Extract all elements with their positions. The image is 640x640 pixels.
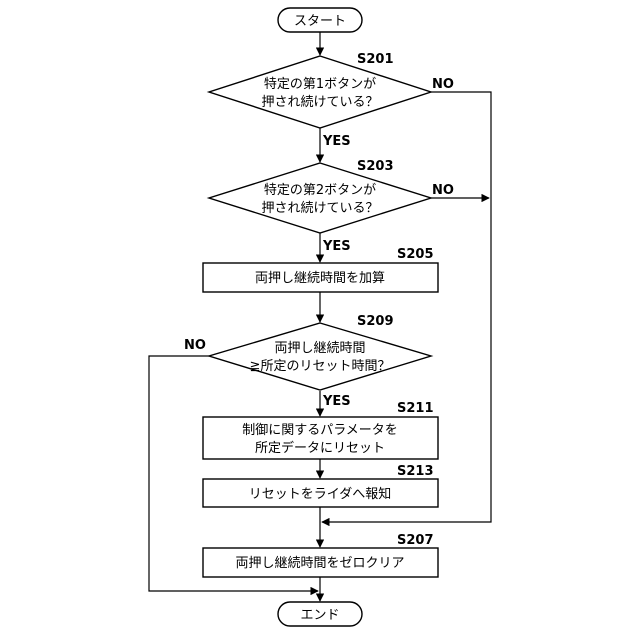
step-label-s213: S213 (397, 464, 434, 479)
s205-text: 両押し継続時間を加算 (255, 271, 385, 286)
yes-label-s203: YES (322, 239, 351, 254)
decision-s209: 両押し継続時間 ≧所定のリセット時間？ S209 (209, 314, 431, 390)
no-label-s201: NO (432, 77, 454, 92)
no-label-s203: NO (432, 183, 454, 198)
step-label-s203: S203 (357, 159, 394, 174)
s201-text-line1: 特定の第1ボタンが (264, 77, 376, 92)
step-label-s209: S209 (357, 314, 394, 329)
step-label-s201: S201 (357, 52, 394, 67)
step-label-s205: S205 (397, 247, 434, 262)
yes-label-s209: YES (322, 394, 351, 409)
s211-text-line1: 制御に関するパラメータを (242, 423, 398, 438)
s203-text-line1: 特定の第2ボタンが (264, 183, 376, 198)
s211-text-line2: 所定データにリセット (255, 440, 385, 456)
step-label-s211: S211 (397, 401, 434, 416)
yes-label-s201: YES (322, 134, 351, 149)
start-node: スタート (278, 8, 362, 32)
s209-text-line1: 両押し継続時間 (274, 341, 365, 356)
s207-text: 両押し継続時間をゼロクリア (235, 556, 404, 571)
decision-s203: 特定の第2ボタンが 押され続けている？ S203 (209, 159, 431, 233)
s213-text: リセットをライダへ報知 (249, 486, 391, 502)
end-node: エンド (278, 602, 362, 626)
start-label: スタート (294, 14, 346, 29)
step-label-s207: S207 (397, 533, 434, 548)
end-label: エンド (300, 608, 339, 623)
s201-text-line2: 押され続けている？ (261, 95, 378, 110)
decision-s201: 特定の第1ボタンが 押され続けている？ S201 (209, 52, 431, 128)
s203-text-line2: 押され続けている？ (261, 201, 378, 216)
no-label-s209: NO (184, 338, 206, 353)
s209-text-line2: ≧所定のリセット時間？ (250, 359, 391, 374)
